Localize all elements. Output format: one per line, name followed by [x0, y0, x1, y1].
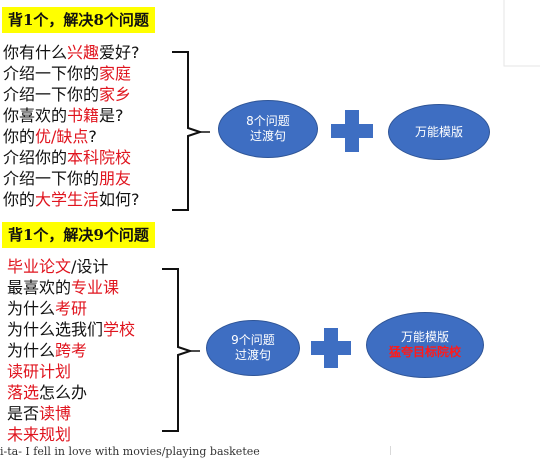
question-item: 介绍一下你的朋友	[3, 168, 140, 189]
question-item: 读研计划	[7, 361, 135, 382]
question-item: 介绍你的本科院校	[3, 147, 140, 168]
highlighted-keyword: 读研计划	[7, 362, 72, 381]
ellipse-line: 万能模版	[400, 330, 449, 344]
section1-bracket	[172, 51, 210, 211]
highlighted-keyword: 考研	[55, 299, 88, 318]
question-item: 你的大学生活如何?	[3, 189, 140, 210]
question-text: ?	[88, 127, 97, 146]
question-text: 爱好?	[99, 43, 140, 62]
highlighted-keyword: 大学生活	[35, 190, 100, 209]
question-item: 最喜欢的专业课	[7, 277, 135, 298]
question-item: 未来规划	[7, 424, 135, 445]
question-item: 介绍一下你的家庭	[3, 63, 140, 84]
question-item: 为什么选我们学校	[7, 319, 135, 340]
question-text: 你的	[3, 190, 36, 209]
highlighted-keyword: 家乡	[99, 85, 132, 104]
question-item: 你的优/缺点?	[3, 126, 140, 147]
highlighted-keyword: 跨考	[55, 341, 88, 360]
section1-question-list: 你有什么兴趣爱好?介绍一下你的家庭介绍一下你的家乡你喜欢的书籍是?你的优/缺点?…	[3, 42, 140, 210]
highlighted-keyword: 专业课	[71, 278, 120, 297]
question-text: 为什么选我们	[7, 320, 104, 339]
section2-banner: 背1个，解决9个问题	[2, 222, 155, 248]
question-text: 最喜欢的	[7, 278, 72, 297]
question-text: 介绍一下你的	[3, 85, 100, 104]
highlighted-keyword: 毕业论文	[7, 257, 72, 276]
question-item: 落选怎么办	[7, 382, 135, 403]
highlighted-keyword: 本科院校	[67, 148, 132, 167]
faint-frame-edge	[503, 0, 540, 67]
section2-bracket	[162, 268, 200, 432]
ellipse-line: 万能模版	[414, 124, 463, 139]
cut-off-text: i-ta- I fell in love with movies/playing…	[0, 445, 260, 458]
question-text: 为什么	[7, 341, 56, 360]
question-item: 你有什么兴趣爱好?	[3, 42, 140, 63]
section1-banner: 背1个，解决8个问题	[2, 7, 155, 33]
question-item: 为什么考研	[7, 298, 135, 319]
highlighted-keyword: 未来规划	[7, 425, 72, 444]
question-text: 你喜欢的	[3, 106, 68, 125]
question-item: 毕业论文/设计	[7, 256, 135, 277]
question-text: 你有什么	[3, 43, 68, 62]
highlighted-keyword: 兴趣	[67, 43, 100, 62]
highlighted-keyword: 家庭	[99, 64, 132, 83]
ellipse-line: 过渡句	[249, 129, 286, 143]
question-item: 是否读博	[7, 403, 135, 424]
highlighted-keyword: 落选	[7, 383, 40, 402]
question-text: 为什么	[7, 299, 56, 318]
question-text: 怎么办	[39, 383, 88, 402]
section2-template-ellipse: 万能模版 猛夸目标院校	[366, 312, 484, 378]
ellipse-highlight-line: 猛夸目标院校	[388, 345, 461, 359]
highlighted-keyword: 读博	[39, 404, 72, 423]
question-text: 你的	[3, 127, 36, 146]
question-text: 是否	[7, 404, 40, 423]
highlighted-keyword: 优/缺点	[35, 127, 89, 146]
question-text: /设计	[71, 257, 109, 276]
highlighted-keyword: 朋友	[99, 169, 132, 188]
question-text: 介绍你的	[3, 148, 68, 167]
plus-icon	[331, 110, 373, 152]
section2-question-list: 毕业论文/设计最喜欢的专业课为什么考研为什么选我们学校为什么跨考读研计划落选怎么…	[7, 256, 135, 445]
question-text: 如何?	[99, 190, 140, 209]
question-item: 介绍一下你的家乡	[3, 84, 140, 105]
question-text: 介绍一下你的	[3, 64, 100, 83]
ellipse-line: 过渡句	[234, 348, 271, 362]
section2-transition-ellipse: 9个问题 过渡句	[206, 320, 300, 376]
ellipse-line: 8个问题	[246, 114, 290, 128]
divider	[390, 446, 391, 455]
question-item: 你喜欢的书籍是?	[3, 105, 140, 126]
section1-transition-ellipse: 8个问题 过渡句	[218, 100, 318, 158]
section1-template-ellipse: 万能模版	[388, 104, 490, 160]
question-item: 为什么跨考	[7, 340, 135, 361]
highlighted-keyword: 学校	[103, 320, 136, 339]
question-text: 是?	[99, 106, 124, 125]
highlighted-keyword: 书籍	[67, 106, 100, 125]
plus-icon	[311, 328, 351, 368]
ellipse-line: 9个问题	[231, 333, 275, 347]
question-text: 介绍一下你的	[3, 169, 100, 188]
